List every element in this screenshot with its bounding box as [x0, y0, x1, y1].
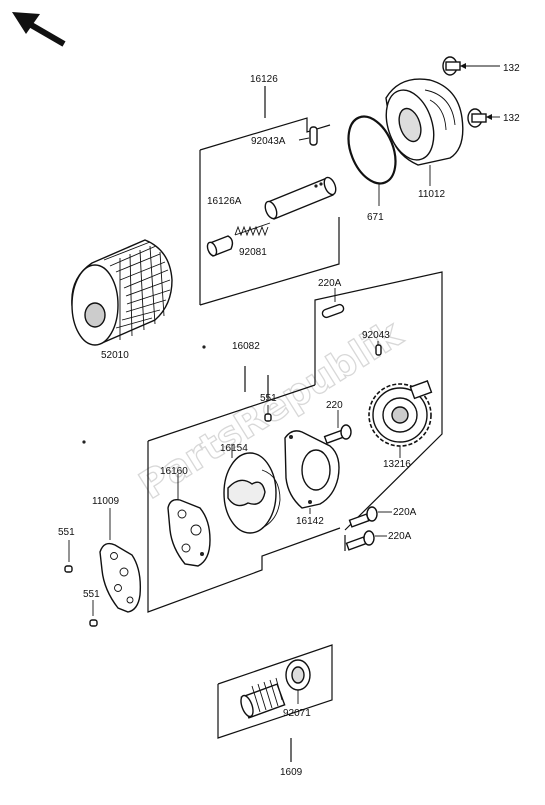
label-16154: 16154: [220, 443, 248, 454]
label-671: 671: [367, 212, 384, 223]
label-220A-right-lower: 220A: [388, 531, 412, 542]
label-16142: 16142: [296, 516, 324, 527]
label-16126: 16126: [250, 74, 278, 85]
label-16082: 16082: [232, 341, 260, 352]
gasket-11009: [99, 508, 142, 613]
bolt-220: [323, 410, 352, 445]
o-ring-671: [347, 115, 397, 206]
label-92043: 92043: [362, 330, 390, 341]
rotor-set-16154: [223, 452, 281, 534]
front-direction-arrow-icon: [12, 12, 66, 47]
label-551-left-upper: 551: [58, 527, 75, 538]
label-92071: 92071: [283, 708, 311, 719]
ball-551-mid: [264, 405, 272, 422]
label-16160: 16160: [160, 466, 188, 477]
shaft-group-frame: [217, 644, 333, 762]
label-11012: 11012: [418, 189, 446, 200]
label-132-lower: 132: [503, 113, 520, 124]
label-92081: 92081: [239, 247, 267, 258]
spring-92081: [234, 222, 271, 237]
shaft-1609: [240, 677, 286, 719]
label-220: 220: [326, 400, 343, 411]
pin-92043: [375, 341, 382, 356]
label-11009: 11009: [92, 496, 120, 507]
dot-mark: [202, 345, 206, 349]
label-551-mid: 551: [260, 393, 277, 404]
bolt-220A-right-upper: [348, 506, 392, 528]
label-13216: 13216: [383, 459, 411, 470]
bolt-132-lower: [467, 108, 500, 128]
oil-filter-cover-11012: [385, 78, 464, 186]
label-92043A: 92043A: [251, 136, 286, 147]
oil-filter-52010: [71, 239, 173, 346]
pump-body-16142: [284, 430, 340, 514]
relief-valve-group-frame: [199, 86, 340, 306]
label-52010: 52010: [101, 350, 129, 361]
valve-16126A: [206, 235, 234, 257]
gear-13216: [368, 380, 433, 458]
ball-551-upper-left: [64, 540, 73, 573]
label-132-upper: 132: [503, 63, 520, 74]
label-220A-top: 220A: [318, 278, 342, 289]
label-1609: 1609: [280, 767, 303, 778]
oil-pump-group-frame: [147, 271, 443, 613]
pin-92043A: [309, 126, 318, 146]
label-551-left-lower: 551: [83, 589, 100, 600]
relief-valve-body: [264, 176, 337, 220]
ball-551-lower-left: [89, 600, 98, 627]
oil-seal-92071: [285, 659, 311, 704]
dot-mark: [82, 440, 86, 444]
dowel-220A-top: [321, 288, 345, 319]
bolt-220A-right-lower: [345, 530, 387, 551]
label-220A-right-upper: 220A: [393, 507, 417, 518]
bolt-132-upper: [442, 56, 500, 76]
pump-cover-16160: [167, 498, 211, 567]
label-16126A: 16126A: [207, 196, 242, 207]
